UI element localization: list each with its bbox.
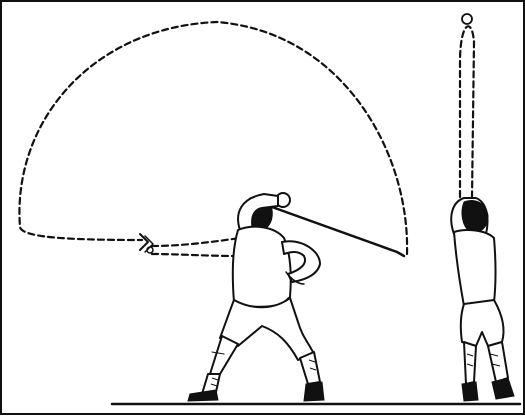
left-fencer-torso — [233, 227, 291, 307]
right-fencer-right-shoe — [492, 378, 514, 399]
right-fencer — [451, 14, 514, 401]
blade-trajectory-return — [152, 238, 240, 246]
blade-trajectory-lower — [152, 254, 237, 256]
left-fencer-front-shoe — [188, 390, 218, 401]
right-fencer-right-leg — [488, 342, 508, 382]
left-fencer-front-leg — [210, 336, 238, 374]
right-fencer-left-leg — [464, 342, 476, 384]
trajectory-top-marker — [462, 14, 472, 24]
right-fencer-left-shoe — [462, 382, 478, 401]
right-fencer-breeches — [461, 300, 504, 346]
left-fencer — [188, 193, 404, 401]
arrow-marker — [140, 234, 153, 253]
vertical-trajectory — [460, 26, 474, 197]
left-fencer-back-shoe — [304, 382, 324, 401]
right-fencer-torso — [454, 230, 496, 306]
blade-trajectory-arc — [19, 22, 407, 254]
